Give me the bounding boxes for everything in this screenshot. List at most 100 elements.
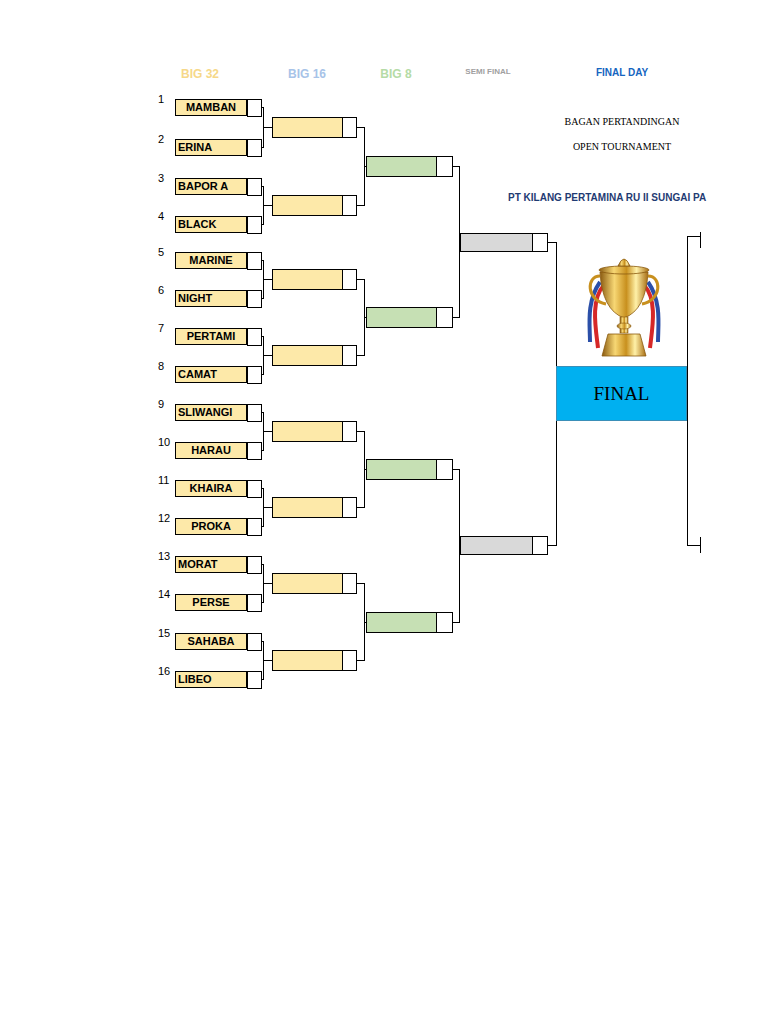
team-box: SAHABA bbox=[175, 633, 247, 650]
bracket-line bbox=[264, 205, 273, 206]
team-box: LIBEO bbox=[175, 671, 247, 688]
cup-base bbox=[602, 334, 646, 356]
score-box bbox=[248, 328, 262, 345]
round-header: FINAL DAY bbox=[596, 67, 648, 79]
round-box bbox=[273, 651, 343, 671]
node-text: PERSE bbox=[176, 595, 246, 610]
score-box bbox=[343, 346, 357, 366]
round-header: BIG 8 bbox=[380, 67, 411, 81]
bracket-line bbox=[365, 166, 367, 167]
round-box bbox=[273, 498, 343, 518]
seed-number: 12 bbox=[158, 512, 170, 525]
score-box bbox=[248, 556, 262, 573]
bracket-line bbox=[261, 337, 264, 375]
bracket-line bbox=[261, 413, 264, 451]
bracket-line bbox=[264, 660, 273, 661]
bracket-line bbox=[356, 432, 365, 508]
score-box bbox=[437, 308, 453, 328]
round-box bbox=[367, 612, 437, 632]
team-box: BAPOR A bbox=[175, 178, 247, 195]
team-box: PROKA bbox=[175, 518, 247, 535]
bracket-line bbox=[264, 355, 273, 356]
trophy-illustration bbox=[589, 259, 658, 356]
round-box bbox=[273, 196, 343, 216]
node-text: PERTAMI bbox=[176, 329, 246, 344]
seed-number: 8 bbox=[158, 360, 164, 373]
node-text: LIBEO bbox=[176, 672, 246, 687]
team-box: NIGHT bbox=[175, 290, 247, 307]
bracket-line bbox=[264, 507, 273, 508]
organizer-name: PT KILANG PERTAMINA RU II SUNGAI PA bbox=[508, 192, 706, 204]
score-box bbox=[343, 651, 357, 671]
node-text: SAHABA bbox=[176, 634, 246, 649]
cup-lid bbox=[599, 266, 649, 274]
seed-number: 9 bbox=[158, 398, 164, 411]
round-box bbox=[273, 574, 343, 594]
round-box bbox=[367, 308, 437, 328]
seed-number: 5 bbox=[158, 246, 164, 259]
bracket-line bbox=[365, 622, 367, 623]
bracket-line bbox=[688, 237, 701, 546]
node-text: HARAU bbox=[176, 443, 246, 458]
score-box bbox=[343, 270, 357, 290]
team-box: PERSE bbox=[175, 594, 247, 611]
bracket-line bbox=[261, 565, 264, 603]
seed-number: 13 bbox=[158, 550, 170, 563]
bracket-line bbox=[365, 469, 367, 470]
bracket-line bbox=[700, 537, 701, 553]
round-header: BIG 16 bbox=[288, 67, 326, 81]
seed-number: 15 bbox=[158, 627, 170, 640]
score-box bbox=[248, 404, 262, 421]
bracket-line bbox=[261, 261, 264, 299]
bracket-line bbox=[264, 127, 273, 128]
team-box: PERTAMI bbox=[175, 328, 247, 345]
team-box: MARINE bbox=[175, 252, 247, 269]
node-text: ERINA bbox=[176, 140, 246, 155]
bracket-line bbox=[264, 583, 273, 584]
seed-number: 6 bbox=[158, 284, 164, 297]
round-header: BIG 32 bbox=[181, 67, 219, 81]
seed-number: 7 bbox=[158, 322, 164, 335]
node-text: BLACK bbox=[176, 217, 246, 232]
team-box: HARAU bbox=[175, 442, 247, 459]
bracket-line bbox=[365, 317, 367, 318]
node-text: BAPOR A bbox=[176, 179, 246, 194]
node-text: MAMBAN bbox=[176, 100, 246, 115]
bracket-structure bbox=[248, 99, 701, 688]
bracket-line bbox=[700, 232, 701, 248]
bracket-line bbox=[356, 584, 365, 661]
bracket-line bbox=[452, 167, 460, 318]
score-box bbox=[343, 118, 357, 138]
seed-number: 4 bbox=[158, 210, 164, 223]
bracket-line bbox=[452, 470, 460, 623]
score-box bbox=[343, 574, 357, 594]
bracket-line bbox=[264, 431, 273, 432]
node-text: NIGHT bbox=[176, 291, 246, 306]
tournament-title: BAGAN PERTANDINGAN bbox=[565, 116, 680, 128]
score-box bbox=[248, 252, 262, 269]
round-box bbox=[367, 157, 437, 177]
score-box bbox=[248, 290, 262, 307]
score-box bbox=[533, 537, 548, 555]
round-box bbox=[273, 422, 343, 442]
bracket-line bbox=[356, 128, 365, 206]
team-box: ERINA bbox=[175, 139, 247, 156]
score-box bbox=[248, 99, 262, 116]
cup-finial bbox=[618, 259, 630, 266]
score-box bbox=[343, 498, 357, 518]
node-text: FINAL bbox=[557, 367, 686, 420]
round-box bbox=[273, 118, 343, 138]
score-box bbox=[437, 612, 453, 632]
team-box: MORAT bbox=[175, 556, 247, 573]
score-box bbox=[437, 157, 453, 177]
ribbon bbox=[595, 285, 604, 348]
seed-number: 3 bbox=[158, 172, 164, 185]
seed-number: 16 bbox=[158, 665, 170, 678]
score-box bbox=[248, 366, 262, 383]
round-box bbox=[461, 537, 533, 555]
seed-number: 2 bbox=[158, 133, 164, 146]
tournament-subtitle: OPEN TOURNAMENT bbox=[573, 141, 671, 153]
score-box bbox=[248, 442, 262, 459]
team-box: SLIWANGI bbox=[175, 404, 247, 421]
